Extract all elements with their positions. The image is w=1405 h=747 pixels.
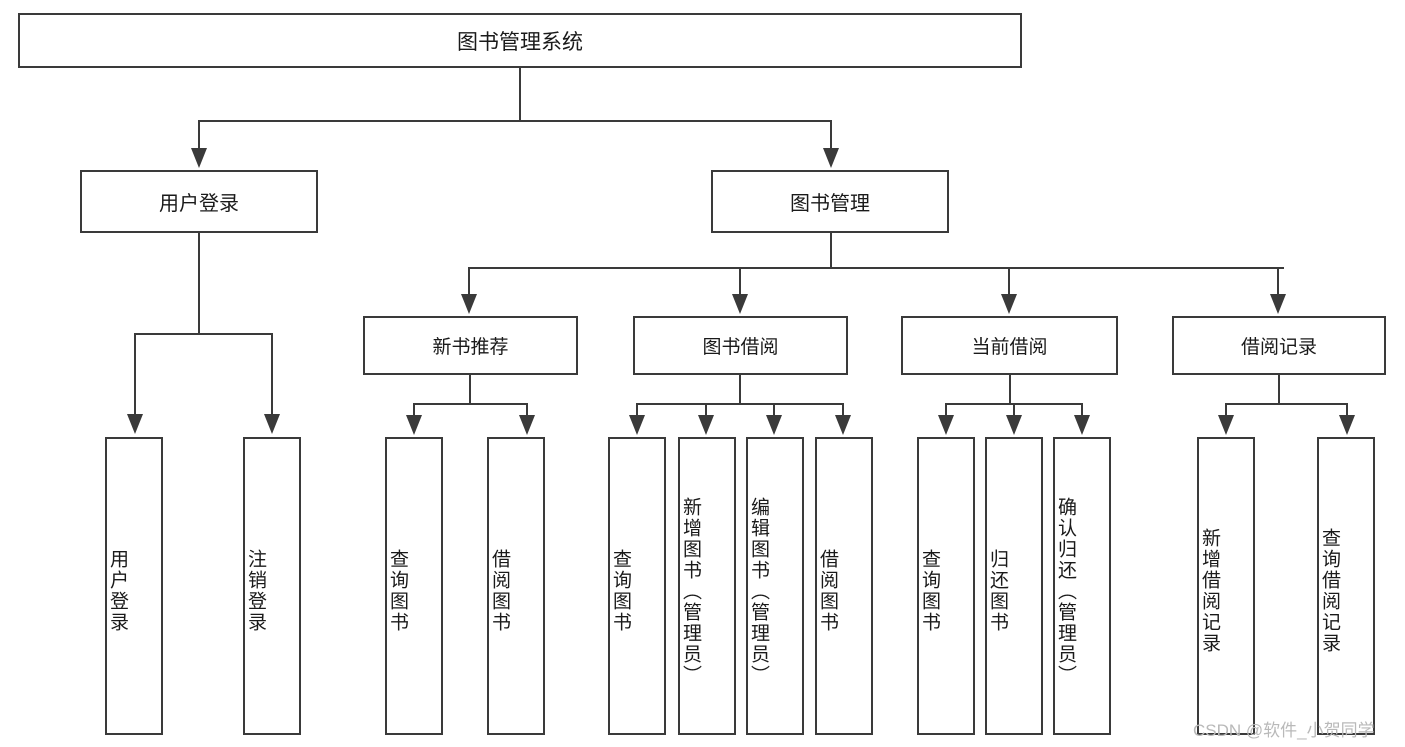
connector-user-login-to-leaf-2 <box>271 333 273 415</box>
node-book-management[interactable]: 图书管理 <box>711 170 949 233</box>
node-borrow-record[interactable]: 借阅记录 <box>1172 316 1386 375</box>
connector-book-borrow-bar <box>636 403 843 405</box>
connector-borrow-record-stem <box>1278 375 1280 405</box>
connector-root-bar <box>198 120 832 122</box>
connector-book-borrow-to-leaf-1 <box>636 403 638 416</box>
arrow-root-to-book-management <box>823 148 839 168</box>
leaf-new-book-borrow-book[interactable]: 借阅图书 <box>487 437 545 735</box>
node-label: 图书管理 <box>790 193 870 215</box>
arrow-borrow-record-to-leaf-1 <box>1218 415 1234 435</box>
leaf-borrow-record-add-record[interactable]: 新增借阅记录 <box>1197 437 1255 735</box>
arrow-current-borrow-to-leaf-2 <box>1006 415 1022 435</box>
leaf-label: 新增借阅记录 <box>1198 528 1220 654</box>
arrow-user-login-to-leaf-1 <box>127 414 143 434</box>
connector-borrow-record-to-leaf-2 <box>1346 403 1348 416</box>
connector-book-borrow-stem <box>739 375 741 405</box>
leaf-label: 查询图书 <box>386 549 408 633</box>
connector-new-book-bar <box>413 403 527 405</box>
node-current-borrow[interactable]: 当前借阅 <box>901 316 1118 375</box>
leaf-current-borrow-return-book[interactable]: 归还图书 <box>985 437 1043 735</box>
connector-book-borrow-to-leaf-2 <box>705 403 707 416</box>
leaf-label: 借阅图书 <box>488 549 510 633</box>
arrow-root-to-user-login <box>191 148 207 168</box>
node-user-login[interactable]: 用户登录 <box>80 170 318 233</box>
leaf-book-borrow-edit-book-admin[interactable]: 编辑图书（管理员） <box>746 437 804 735</box>
connector-user-login-bar <box>134 333 272 335</box>
connector-bm-to-book-borrow <box>739 267 741 295</box>
arrow-book-borrow-to-leaf-1 <box>629 415 645 435</box>
connector-new-book-to-leaf-2 <box>526 403 528 416</box>
leaf-label: 新增图书（管理员） <box>679 496 701 686</box>
connector-book-borrow-to-leaf-4 <box>842 403 844 416</box>
leaf-label: 查询借阅记录 <box>1318 528 1340 654</box>
leaf-label: 归还图书 <box>986 549 1008 633</box>
node-label: 图书借阅 <box>702 337 779 358</box>
node-label: 借阅记录 <box>1240 337 1317 358</box>
node-label: 当前借阅 <box>971 337 1048 358</box>
leaf-label: 查询图书 <box>609 549 631 633</box>
leaf-label: 查询图书 <box>918 549 940 633</box>
connector-current-borrow-to-leaf-3 <box>1081 403 1083 416</box>
leaf-user-login-logout[interactable]: 注销登录 <box>243 437 301 735</box>
arrow-borrow-record-to-leaf-2 <box>1339 415 1355 435</box>
leaf-book-borrow-add-book-admin[interactable]: 新增图书（管理员） <box>678 437 736 735</box>
arrow-current-borrow-to-leaf-1 <box>938 415 954 435</box>
leaf-current-borrow-query-book[interactable]: 查询图书 <box>917 437 975 735</box>
connector-borrow-record-bar <box>1225 403 1347 405</box>
arrow-book-borrow-to-leaf-3 <box>766 415 782 435</box>
arrow-new-book-to-leaf-2 <box>519 415 535 435</box>
node-book-borrow[interactable]: 图书借阅 <box>633 316 848 375</box>
leaf-label: 确认归还（管理员） <box>1054 496 1076 686</box>
arrow-book-borrow-to-leaf-2 <box>698 415 714 435</box>
arrow-bm-to-new-book <box>461 294 477 314</box>
leaf-book-borrow-borrow-book[interactable]: 借阅图书 <box>815 437 873 735</box>
node-root-book-management-system[interactable]: 图书管理系统 <box>18 13 1022 68</box>
connector-book-management-bar <box>468 267 1284 269</box>
connector-user-login-stem <box>198 233 200 335</box>
leaf-label: 用户登录 <box>106 549 128 633</box>
arrow-bm-to-borrow-record <box>1270 294 1286 314</box>
arrow-user-login-to-leaf-2 <box>264 414 280 434</box>
leaf-book-borrow-query-book[interactable]: 查询图书 <box>608 437 666 735</box>
arrow-current-borrow-to-leaf-3 <box>1074 415 1090 435</box>
arrow-book-borrow-to-leaf-4 <box>835 415 851 435</box>
connector-current-borrow-to-leaf-2 <box>1013 403 1015 416</box>
node-new-book-recommendation[interactable]: 新书推荐 <box>363 316 578 375</box>
arrow-bm-to-current-borrow <box>1001 294 1017 314</box>
connector-book-borrow-to-leaf-3 <box>773 403 775 416</box>
leaf-borrow-record-query-record[interactable]: 查询借阅记录 <box>1317 437 1375 735</box>
connector-root-to-user-login <box>198 120 200 150</box>
leaf-label: 编辑图书（管理员） <box>747 496 769 686</box>
connector-bm-to-current-borrow <box>1008 267 1010 295</box>
connector-user-login-to-leaf-1 <box>134 333 136 415</box>
leaf-label: 注销登录 <box>244 549 266 633</box>
leaf-label: 借阅图书 <box>816 549 838 633</box>
leaf-user-login-login[interactable]: 用户登录 <box>105 437 163 735</box>
connector-current-borrow-stem <box>1009 375 1011 405</box>
connector-bm-to-borrow-record <box>1277 267 1279 295</box>
arrow-bm-to-book-borrow <box>732 294 748 314</box>
connector-new-book-to-leaf-1 <box>413 403 415 416</box>
connector-bm-to-new-book <box>468 267 470 295</box>
connector-new-book-stem <box>469 375 471 405</box>
connector-book-management-stem <box>830 233 832 269</box>
connector-root-to-book-management <box>830 120 832 150</box>
node-label: 图书管理系统 <box>457 30 583 54</box>
leaf-current-borrow-confirm-return-admin[interactable]: 确认归还（管理员） <box>1053 437 1111 735</box>
connector-borrow-record-to-leaf-1 <box>1225 403 1227 416</box>
node-label: 新书推荐 <box>432 337 509 358</box>
leaf-new-book-query-book[interactable]: 查询图书 <box>385 437 443 735</box>
arrow-new-book-to-leaf-1 <box>406 415 422 435</box>
node-label: 用户登录 <box>159 193 239 215</box>
connector-root-stem <box>519 68 521 122</box>
connector-current-borrow-to-leaf-1 <box>945 403 947 416</box>
